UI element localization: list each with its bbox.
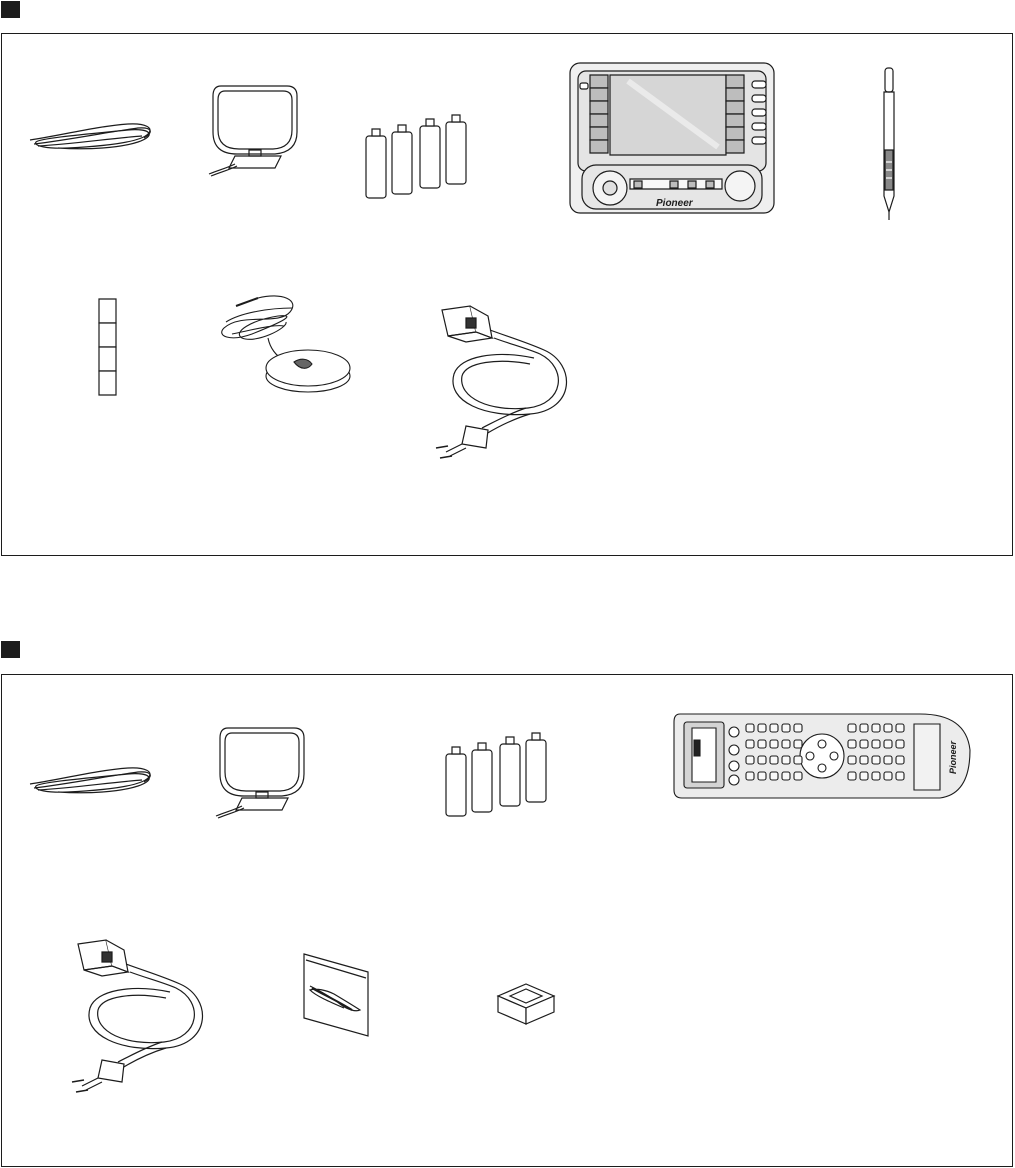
aa-batteries-icon: [442, 732, 554, 820]
ac-power-cord-icon: [426, 302, 586, 472]
am-loop-antenna-icon: [205, 82, 305, 178]
section-1-marker: [1, 1, 20, 18]
lcd-remote-brand: Pioneer: [656, 198, 694, 209]
remote-brand: Pioneer: [948, 740, 958, 774]
fm-wire-antenna-icon: [28, 760, 158, 800]
setup-microphone-icon: [212, 272, 352, 396]
remote-control-icon: Pioneer: [670, 710, 974, 802]
fm-wire-antenna-icon: [28, 118, 158, 158]
lcd-touch-remote-icon: Pioneer: [568, 61, 778, 215]
section-1-panel: [1, 33, 1013, 556]
section-2-marker: [1, 641, 20, 658]
am-loop-antenna-icon: [212, 724, 312, 820]
stylus-pen-icon: [879, 66, 899, 222]
cable-bag-icon: [300, 950, 372, 1040]
aa-batteries-icon: [362, 114, 474, 202]
label-sheet-icon: [98, 298, 118, 398]
ac-power-cord-icon: [62, 936, 222, 1106]
box-icon: [494, 980, 558, 1028]
